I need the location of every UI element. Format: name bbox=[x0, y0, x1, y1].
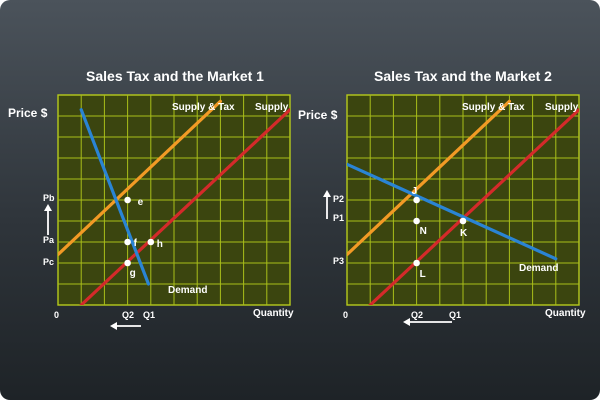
annotation-label: e bbox=[138, 197, 144, 208]
annotation-point bbox=[413, 259, 420, 267]
annotation-point bbox=[413, 217, 420, 225]
origin-label: 0 bbox=[343, 310, 348, 320]
y-tick-label: P1 bbox=[333, 213, 344, 223]
quantity-left-arrow-head bbox=[110, 322, 117, 330]
annotation-point bbox=[413, 196, 420, 204]
series-line-supply bbox=[368, 108, 579, 305]
x-tick-label: Q2 bbox=[411, 310, 423, 320]
x-tick-label: Q1 bbox=[449, 310, 461, 320]
series-line-supply-tax bbox=[58, 99, 222, 257]
y-tick-label: Pb bbox=[43, 193, 55, 203]
annotation-label: K bbox=[460, 228, 468, 239]
series-label: Supply bbox=[255, 102, 289, 113]
series-line-demand bbox=[347, 162, 558, 261]
annotation-point bbox=[459, 217, 467, 225]
price-up-arrow-head bbox=[323, 190, 331, 197]
x-axis-label: Quantity bbox=[545, 308, 586, 319]
y-axis-label: Price $ bbox=[298, 108, 338, 122]
price-up-arrow-head bbox=[44, 204, 52, 211]
series-line-demand bbox=[79, 108, 151, 286]
annotation-label: h bbox=[157, 239, 163, 250]
origin-label: 0 bbox=[54, 310, 59, 320]
series-label: Supply bbox=[545, 102, 579, 113]
y-tick-label: Pc bbox=[43, 257, 54, 267]
annotation-point bbox=[124, 196, 131, 204]
y-tick-label: P3 bbox=[333, 256, 344, 266]
quantity-left-arrow-head bbox=[403, 318, 410, 326]
chart-title: Sales Tax and the Market 2 bbox=[374, 68, 552, 84]
series-label: Demand bbox=[519, 263, 558, 274]
series-line-supply bbox=[79, 108, 290, 305]
annotation-point bbox=[124, 259, 131, 267]
y-tick-label: Pa bbox=[43, 235, 55, 245]
annotation-label: f bbox=[134, 238, 138, 249]
annotation-label: L bbox=[420, 269, 426, 280]
series-line-supply-tax bbox=[347, 99, 511, 257]
annotation-point bbox=[124, 238, 131, 246]
y-tick-label: P2 bbox=[333, 194, 344, 204]
annotation-label: g bbox=[130, 268, 136, 279]
series-label: Demand bbox=[168, 285, 207, 296]
annotation-label: N bbox=[420, 226, 427, 237]
annotation-label: J bbox=[412, 186, 418, 197]
y-axis-label: Price $ bbox=[8, 106, 48, 120]
series-label: Supply & Tax bbox=[172, 102, 235, 113]
x-tick-label: Q1 bbox=[143, 310, 155, 320]
x-tick-label: Q2 bbox=[122, 310, 134, 320]
annotation-point bbox=[147, 238, 155, 246]
chart-title: Sales Tax and the Market 1 bbox=[86, 68, 264, 84]
series-label: Supply & Tax bbox=[462, 102, 525, 113]
x-axis-label: Quantity bbox=[253, 308, 294, 319]
